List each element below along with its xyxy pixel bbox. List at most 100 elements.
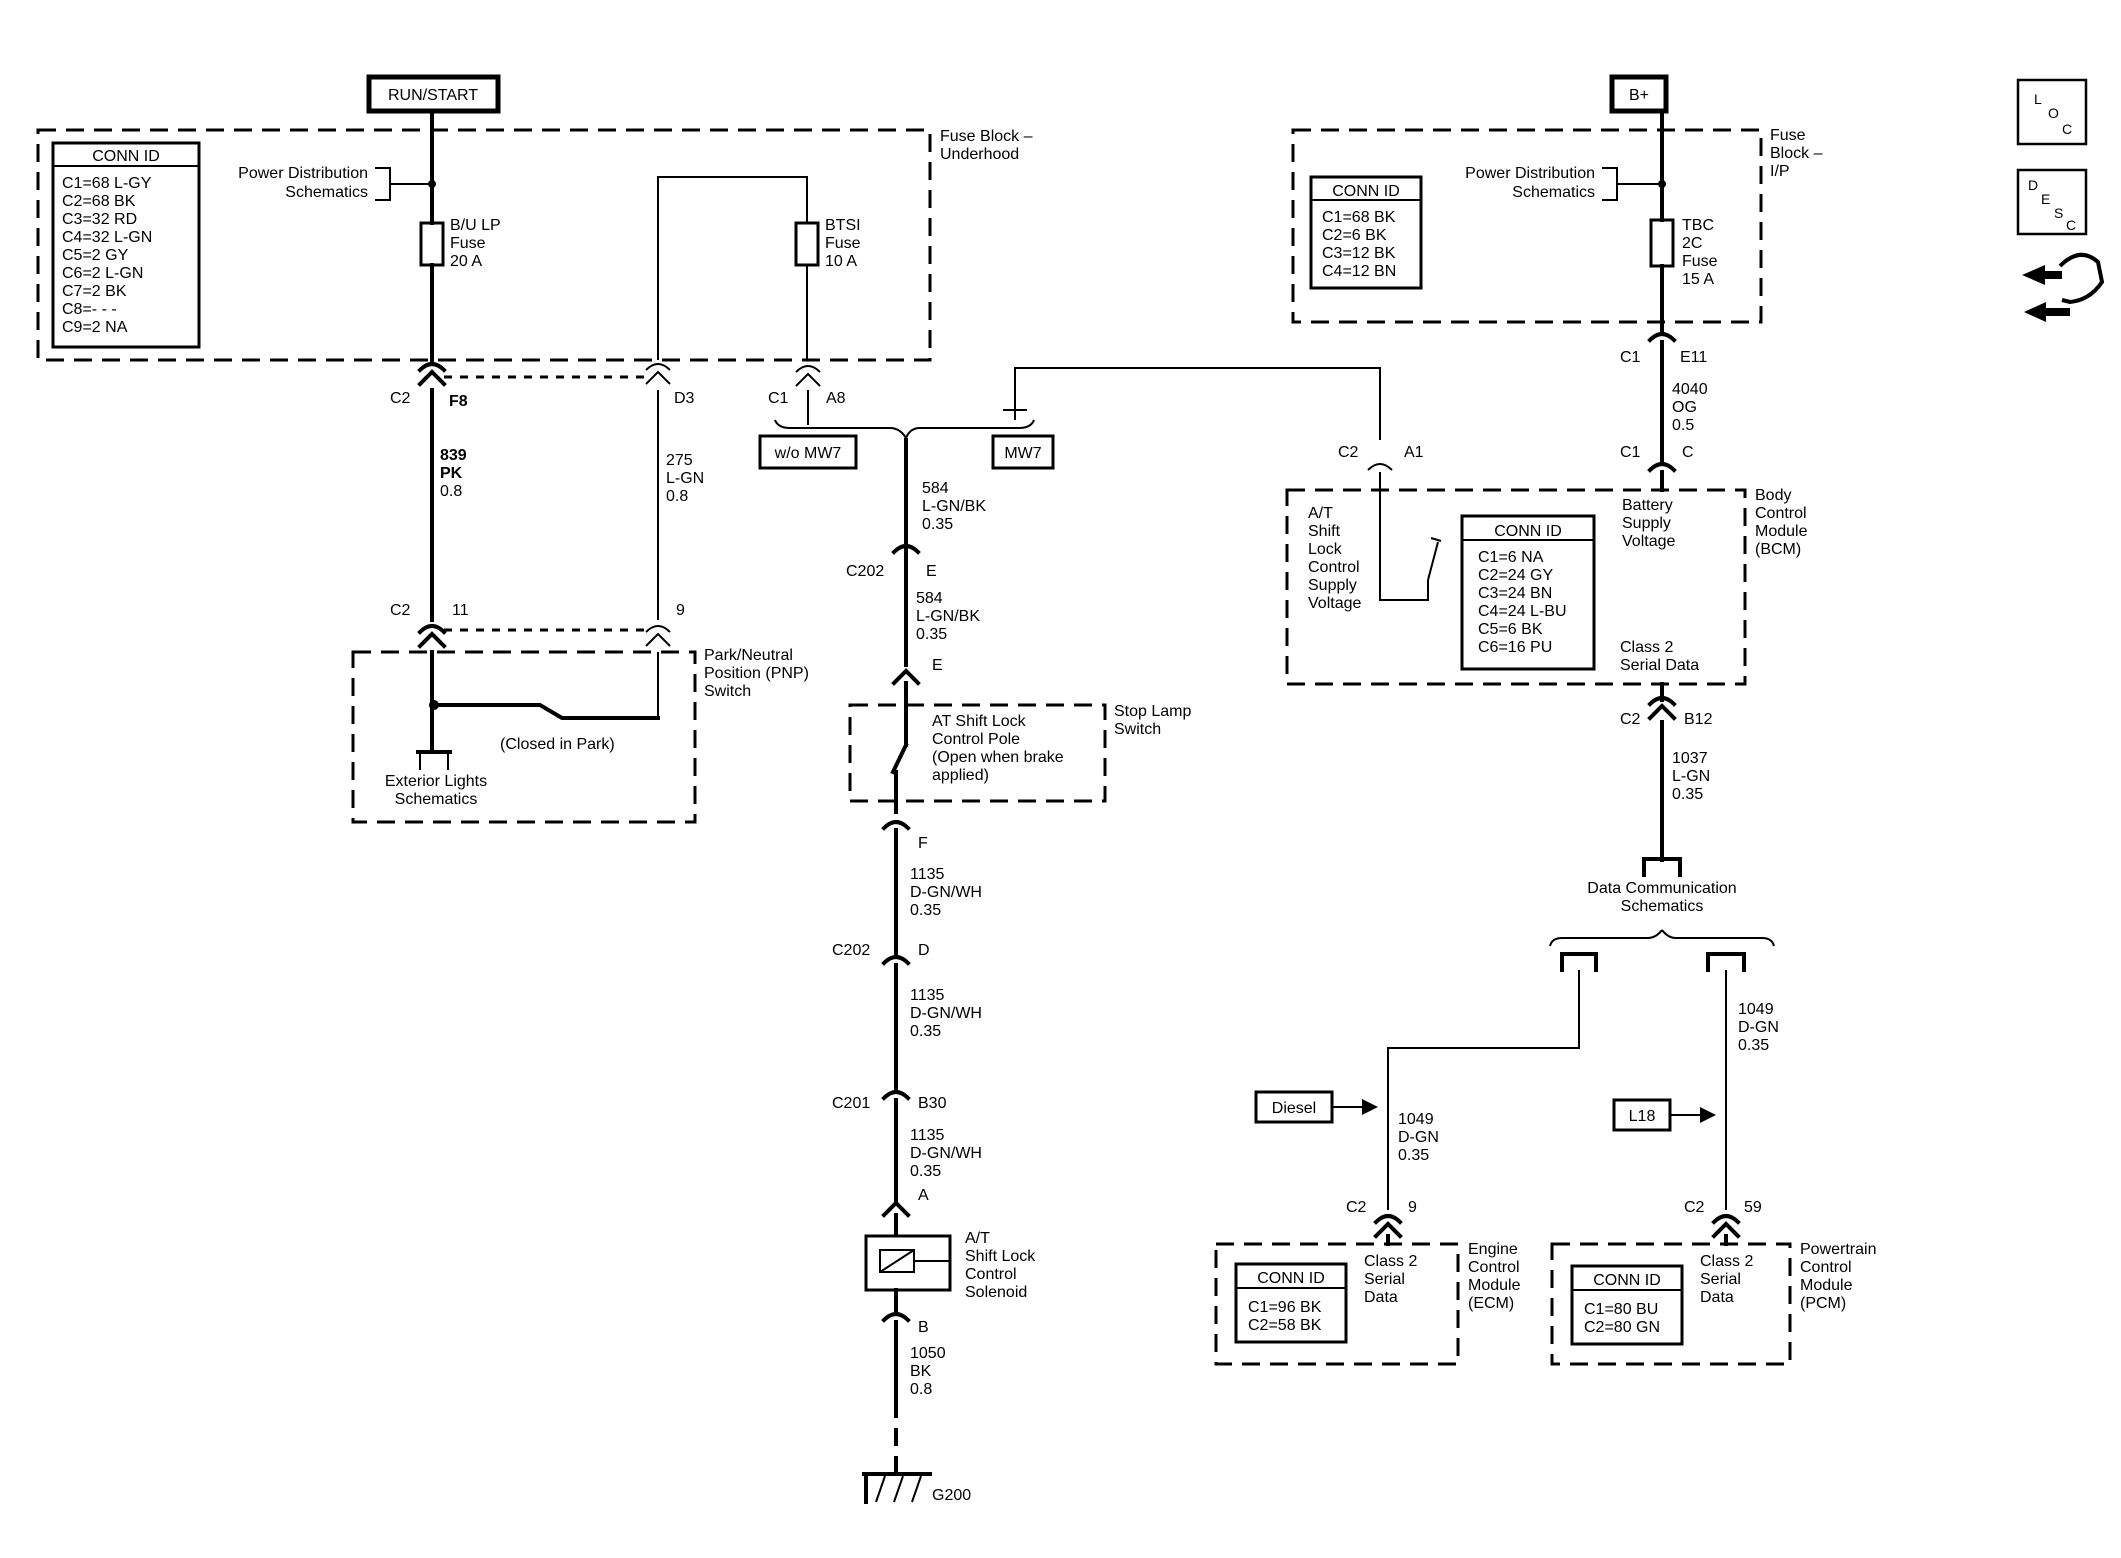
fuse-block-underhood-label2: Underhood <box>940 146 1019 163</box>
b-plus-source: B+ <box>1609 74 1669 114</box>
fuse-label: TBC <box>1682 217 1714 234</box>
btsi-fuse <box>794 221 820 267</box>
wire-number: 1037 <box>1672 750 1708 767</box>
connector-b: B <box>881 1312 929 1336</box>
body-control-module: Body Control Module (BCM) A/T Shift Lock… <box>1285 487 1808 686</box>
svg-text:L: L <box>2034 91 2042 107</box>
wire-number: 584 <box>922 480 949 497</box>
class2-serial-label: Class 2 <box>1364 1253 1417 1270</box>
connector-pin: F8 <box>449 393 468 410</box>
fuse-label: 2C <box>1682 235 1702 252</box>
wire-1037: 1037 L-GN 0.35 <box>1672 750 1710 803</box>
wire-584-a: 584 L-GN/BK 0.35 <box>922 480 986 533</box>
fuse-label: 10 A <box>825 253 857 270</box>
connector-pin: B30 <box>918 1095 947 1112</box>
wire-number: 839 <box>440 447 467 464</box>
conn-id-row: C3=12 BK <box>1322 245 1396 262</box>
power-distribution-label: Power Distribution <box>238 165 368 182</box>
stop-lamp-label2: Switch <box>1114 721 1161 738</box>
conn-id-list: C1=68 L-GY C2=68 BK C3=32 RD C4=32 L-GN … <box>62 175 152 336</box>
class2-serial-label: Serial <box>1700 1271 1741 1288</box>
wire-gauge: 0.5 <box>1672 417 1694 434</box>
solenoid-label: Shift Lock <box>965 1248 1036 1265</box>
connector-e: E <box>891 657 943 686</box>
fuse-block-underhood: Fuse Block – Underhood CONN ID C1=68 L-G… <box>36 128 1033 362</box>
shift-lock-supply-label: Voltage <box>1308 595 1361 612</box>
fuse-block-ip-label: I/P <box>1770 163 1790 180</box>
connector-hand-icon[interactable] <box>2022 253 2105 322</box>
connector-label: C1 <box>1620 444 1641 461</box>
bcm-label: Body <box>1755 487 1791 504</box>
svg-text:E: E <box>2041 191 2050 207</box>
pcm-label: (PCM) <box>1800 1295 1846 1312</box>
wire-1049-b: 1049 D-GN 0.35 <box>1738 1001 1779 1054</box>
loc-icon[interactable]: L O C <box>2016 78 2088 146</box>
connector-pin: A8 <box>826 390 846 407</box>
conn-id-row: C1=68 L-GY <box>62 175 152 192</box>
wire-number: 1135 <box>910 866 945 883</box>
connector-c202-d: C202 D <box>832 942 930 966</box>
wire-color: OG <box>1672 399 1697 416</box>
conn-id-row: C2=58 BK <box>1248 1317 1322 1334</box>
fuse-block-ip: Fuse Block – I/P CONN ID C1=68 BK C2=6 B… <box>1291 127 1823 324</box>
connector-d3: D3 <box>645 363 695 407</box>
conn-id-title: CONN ID <box>1332 183 1400 200</box>
conn-id-row: C6=2 L-GN <box>62 265 143 282</box>
data-communication-schematics: Data Communication Schematics <box>1549 857 1775 972</box>
connector-c2-b12: C2 B12 <box>1620 696 1713 728</box>
conn-id-row: C4=24 L-BU <box>1478 603 1567 620</box>
option-label: w/o MW7 <box>774 445 842 462</box>
wire-color: D-GN/WH <box>910 1145 982 1162</box>
wire-1135-a: 1135 D-GN/WH 0.35 <box>910 866 982 919</box>
desc-icon[interactable]: D E S C <box>2016 168 2088 236</box>
conn-id-row: C9=2 NA <box>62 319 128 336</box>
connector-c1-e11: C1 E11 <box>1620 332 1707 366</box>
conn-id-title: CONN ID <box>92 148 160 165</box>
wire-gauge: 0.35 <box>910 1023 941 1040</box>
fuse-block-ip-label: Fuse <box>1770 127 1806 144</box>
conn-id-row: C2=80 GN <box>1584 1319 1660 1336</box>
conn-id-row: C2=68 BK <box>62 193 136 210</box>
solenoid-label: Solenoid <box>965 1284 1027 1301</box>
pnp-label: Park/Neutral <box>704 647 793 664</box>
ecm-label: Engine <box>1468 1241 1518 1258</box>
option-label: MW7 <box>1004 445 1041 462</box>
conn-id-row: C6=16 PU <box>1478 639 1552 656</box>
wire-number: 1049 <box>1738 1001 1774 1018</box>
connector-c202-e: C202 E <box>846 544 937 580</box>
connector-c2-f8: C2 F8 <box>390 362 468 410</box>
tbc-fuse <box>1649 218 1675 268</box>
pcm-label: Module <box>1800 1277 1853 1294</box>
conn-id-row: C8=- - - <box>62 301 117 318</box>
wire-number: 1049 <box>1398 1111 1434 1128</box>
connector-pin: F <box>918 835 928 852</box>
svg-text:O: O <box>2048 105 2059 121</box>
power-distribution-label2: Schematics <box>285 184 368 201</box>
connector-label: C202 <box>846 563 884 580</box>
conn-id-row: C1=80 BU <box>1584 1301 1658 1318</box>
run-start-source: RUN/START <box>366 74 501 114</box>
connector-pin: 11 <box>452 602 469 619</box>
option-label: L18 <box>1629 1108 1656 1125</box>
option-l18: L18 <box>1612 1098 1716 1132</box>
connector-f: F <box>881 820 928 852</box>
wire-number: 1050 <box>910 1345 946 1362</box>
power-distribution-label2: Schematics <box>1512 184 1595 201</box>
shift-lock-pole-label: Control Pole <box>932 731 1020 748</box>
shift-lock-supply-label: Lock <box>1308 541 1343 558</box>
connector-pin: D3 <box>674 390 695 407</box>
conn-id-row: C4=32 L-GN <box>62 229 152 246</box>
conn-id-title: CONN ID <box>1494 523 1562 540</box>
closed-in-park-label: (Closed in Park) <box>500 736 615 753</box>
wire-gauge: 0.35 <box>922 516 953 533</box>
wire-color: D-GN/WH <box>910 1005 982 1022</box>
wire-color: D-GN <box>1398 1129 1439 1146</box>
connector-pin: B12 <box>1684 711 1713 728</box>
solenoid-label: A/T <box>965 1230 990 1247</box>
exterior-lights-label: Exterior Lights <box>385 773 487 790</box>
solenoid-label: Control <box>965 1266 1017 1283</box>
wire-color: L-GN <box>666 470 704 487</box>
connector-label: C2 <box>1346 1199 1367 1216</box>
wire-gauge: 0.8 <box>440 483 462 500</box>
fuse-label: Fuse <box>450 235 486 252</box>
